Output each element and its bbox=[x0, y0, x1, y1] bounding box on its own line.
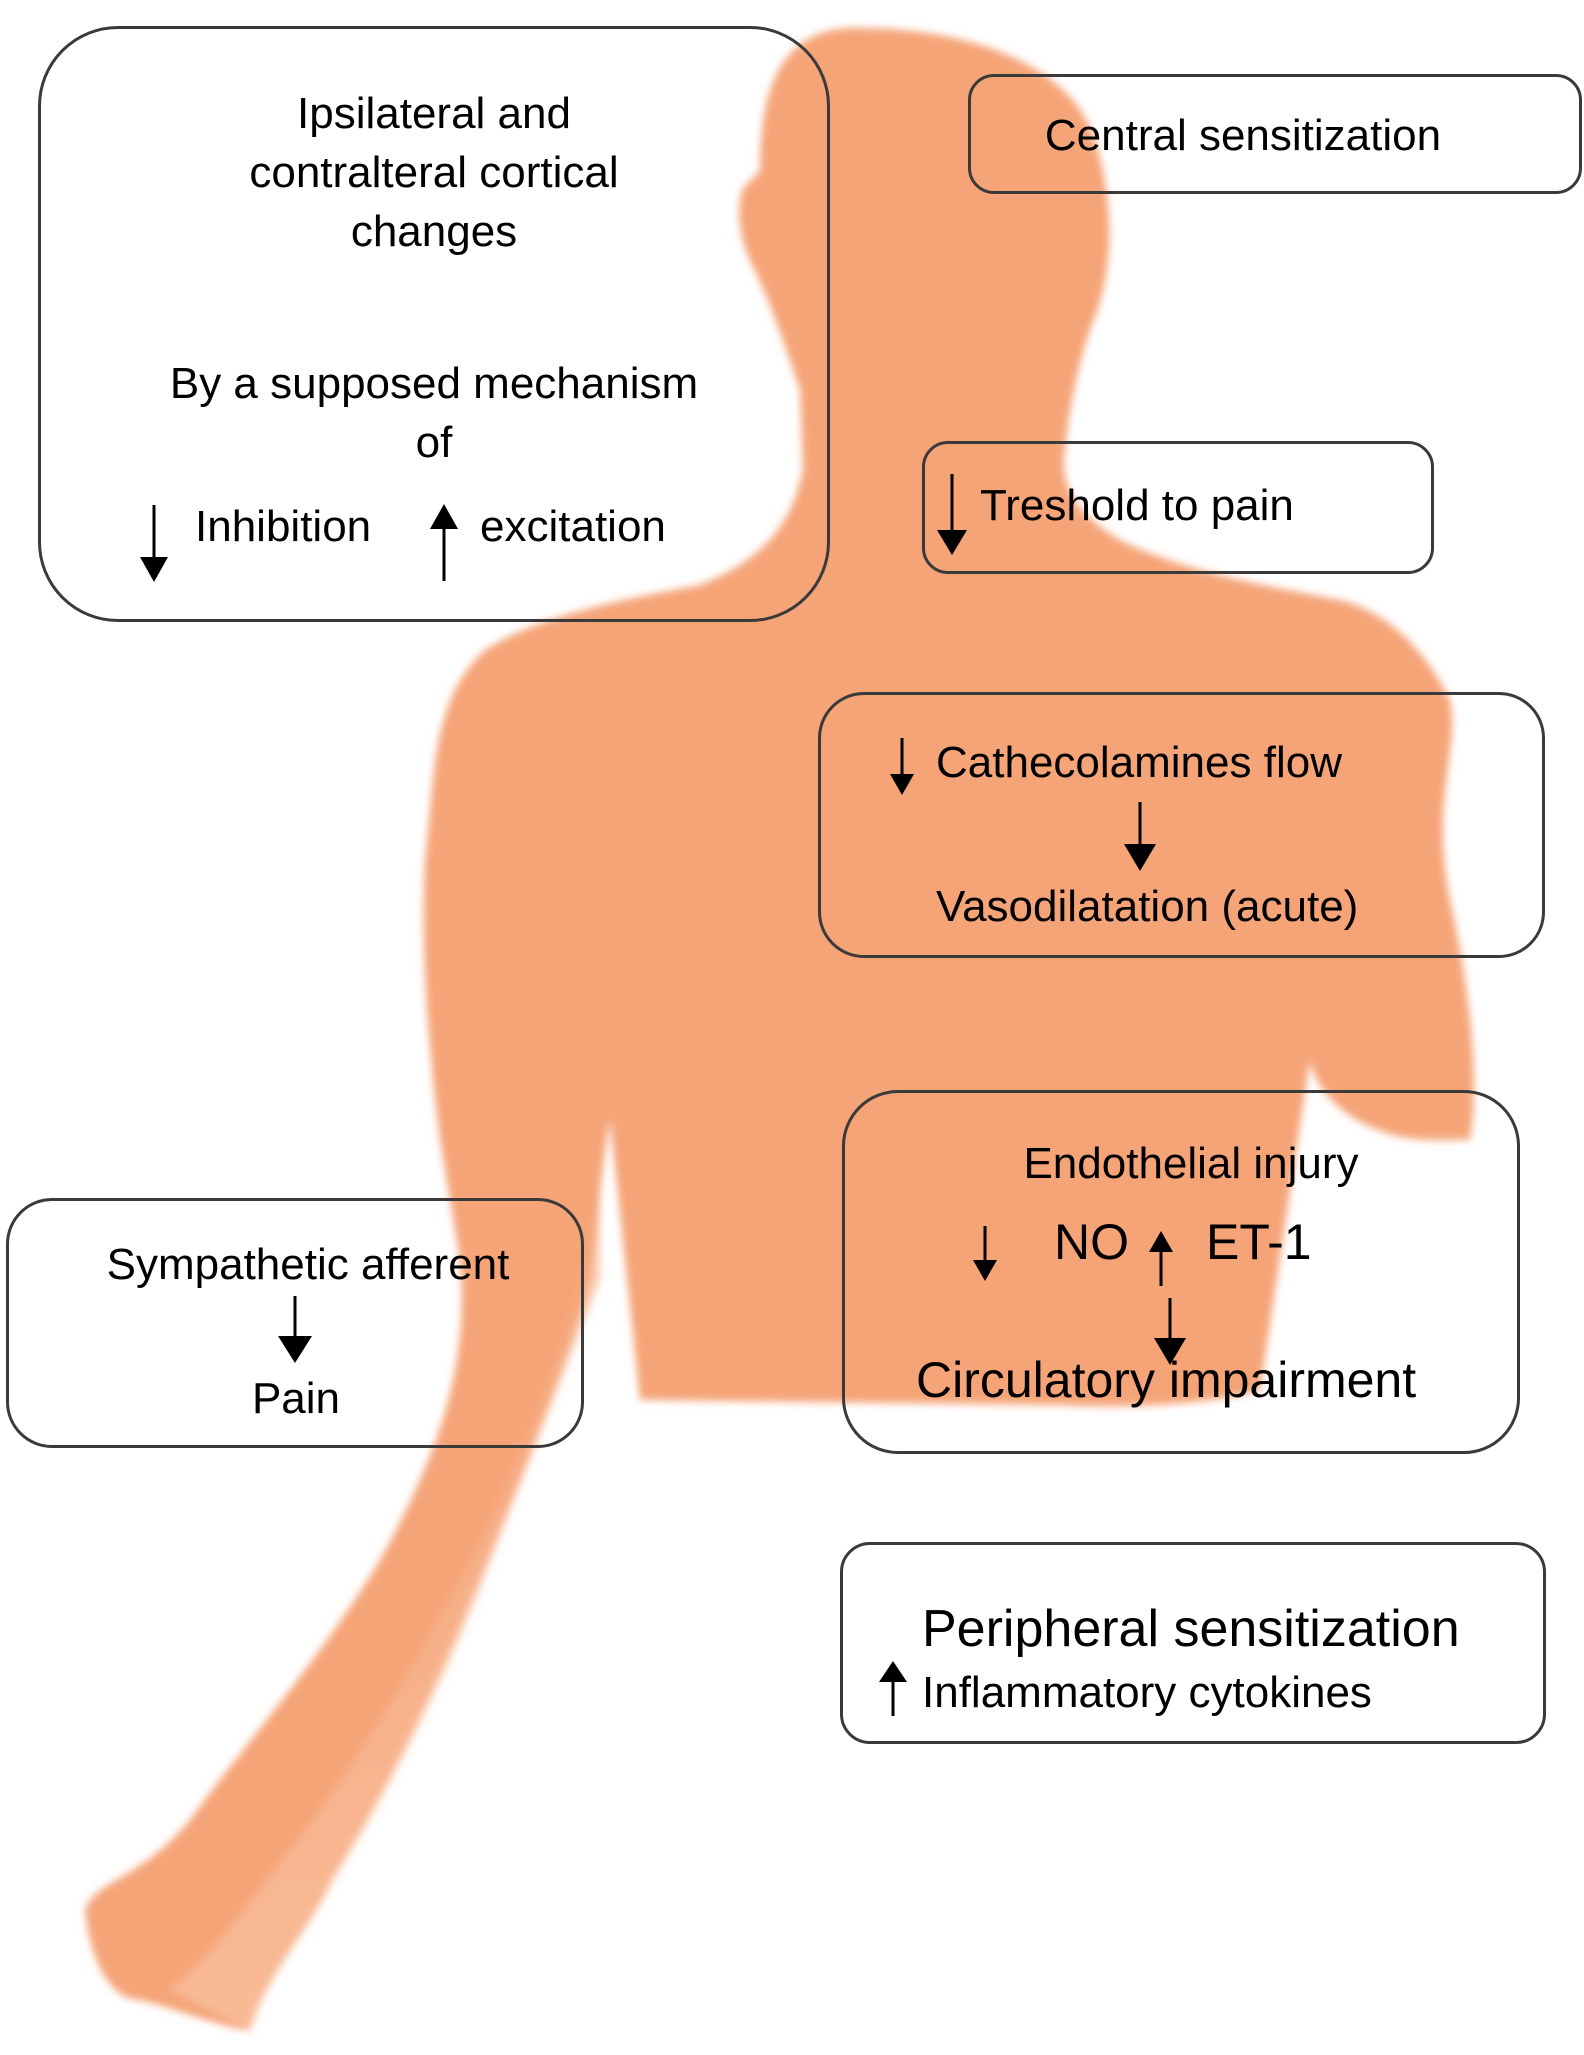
mechanism-line2: of bbox=[415, 418, 453, 467]
circulatory-impairment-label: Circulatory impairment bbox=[916, 1352, 1417, 1408]
down-arrow-icon bbox=[1124, 802, 1156, 871]
cortical-title-line2: contralteral cortical bbox=[249, 148, 619, 197]
up-arrow-icon bbox=[1149, 1231, 1173, 1286]
down-arrow-icon bbox=[140, 505, 168, 582]
down-arrow-icon bbox=[973, 1226, 997, 1281]
endothelial-injury-box bbox=[842, 1090, 1520, 1454]
excitation-label: excitation bbox=[480, 502, 666, 551]
inflammatory-cytokines-label: Inflammatory cytokines bbox=[922, 1668, 1372, 1717]
down-arrow-icon bbox=[1154, 1298, 1186, 1365]
peripheral-sensitization-label: Peripheral sensitization bbox=[922, 1600, 1460, 1658]
down-arrow-icon bbox=[937, 474, 967, 555]
central-sensitization-label: Central sensitization bbox=[1044, 111, 1442, 160]
peripheral-sensitization-box bbox=[840, 1542, 1546, 1744]
up-arrow-icon bbox=[879, 1661, 907, 1716]
threshold-label: Treshold to pain bbox=[980, 481, 1294, 530]
central-sensitization-box bbox=[968, 74, 1582, 194]
catecholamines-flow-label: Cathecolamines flow bbox=[936, 738, 1342, 787]
body-shape bbox=[85, 27, 1474, 2031]
down-arrow-icon bbox=[890, 738, 914, 795]
threshold-box bbox=[922, 441, 1434, 574]
mechanism-line1: By a supposed mechanism bbox=[169, 359, 699, 408]
cortical-title-line3: changes bbox=[350, 207, 518, 256]
endothelial-injury-title: Endothelial injury bbox=[1023, 1139, 1359, 1188]
vasodilatation-label: Vasodilatation (acute) bbox=[936, 882, 1359, 931]
catecholamines-box bbox=[818, 692, 1545, 958]
no-label: NO bbox=[1054, 1214, 1129, 1270]
up-arrow-icon bbox=[430, 504, 458, 581]
inhibition-label: Inhibition bbox=[195, 502, 372, 551]
sympathetic-afferent-box bbox=[6, 1198, 584, 1448]
cortical-title-line1: Ipsilateral and bbox=[297, 89, 571, 138]
cortical-changes-box bbox=[38, 26, 830, 622]
pain-label: Pain bbox=[251, 1374, 341, 1423]
down-arrow-icon bbox=[278, 1296, 312, 1363]
sympathetic-afferent-label: Sympathetic afferent bbox=[106, 1240, 510, 1289]
et1-label: ET-1 bbox=[1206, 1214, 1312, 1270]
